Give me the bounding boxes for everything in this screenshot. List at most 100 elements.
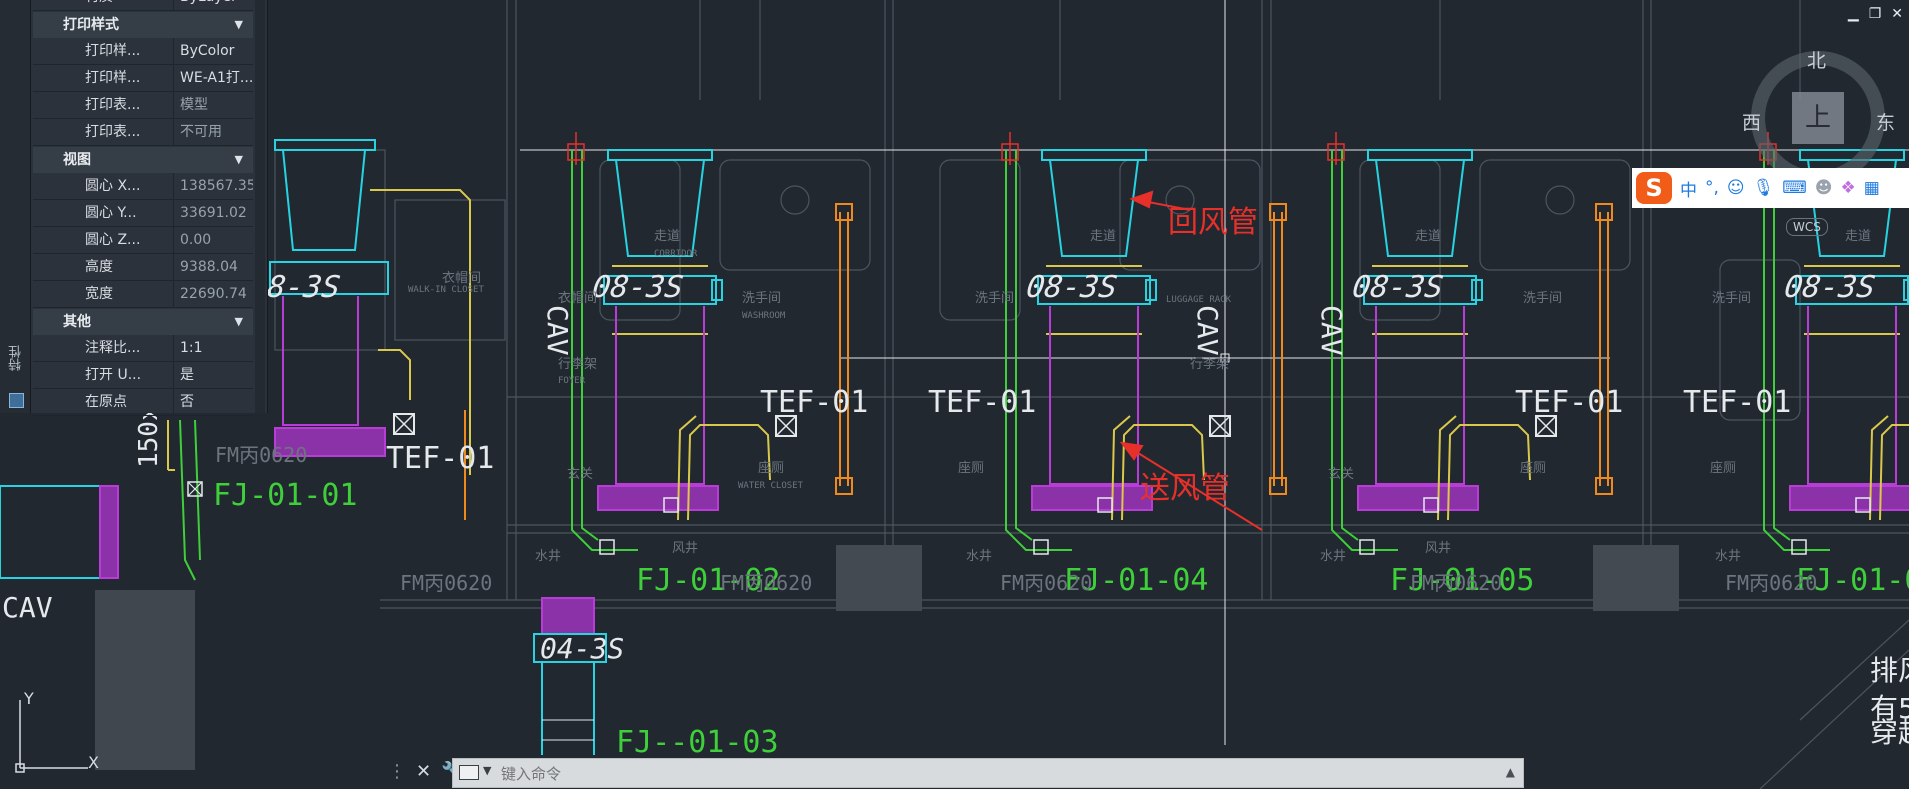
property-row[interactable]: 注释比... 1:1 — [33, 335, 253, 362]
valve — [1359, 539, 1375, 555]
orange-duct — [1599, 212, 1609, 486]
chevron-down-icon[interactable]: ▼ — [234, 18, 243, 31]
section-header-2[interactable]: 其他▼ — [33, 309, 253, 335]
property-value[interactable]: 1:1 — [173, 335, 253, 361]
orange-duct — [839, 212, 849, 486]
property-row[interactable]: 打印表...模型 — [33, 92, 253, 119]
ime-mode-toggle[interactable]: 中 — [1680, 180, 1697, 201]
chevron-down-icon[interactable]: ▼ — [234, 315, 243, 328]
properties-list[interactable]: 材质ByLayer 打印样式 ▼ 打印样...ByColor 打印样... WE-A1打.… — [33, 0, 253, 416]
door-label: FM丙0620 — [720, 571, 812, 595]
equipment-box — [1037, 275, 1151, 305]
room-sub-label: WASHROOM — [742, 311, 786, 321]
property-value[interactable]: 138567.35 — [173, 173, 253, 199]
command-history-up-icon[interactable]: ▲ — [1505, 765, 1515, 779]
fan-cross — [1209, 415, 1231, 437]
room-label: 洗手间 — [975, 291, 1014, 306]
property-value[interactable]: ByLayer — [173, 0, 253, 10]
fan-label: TEF-01 — [760, 385, 868, 420]
equipment-tag: 08-3S — [1024, 270, 1119, 305]
equipment-tag: 04-3S — [540, 632, 624, 665]
room-label: 座厕 — [758, 461, 784, 476]
exhaust-duct — [677, 415, 697, 521]
close-command-icon[interactable]: ✕ — [416, 761, 432, 782]
microphone-icon[interactable]: 🎙 — [1752, 178, 1775, 198]
room-sub-label: LUGGAGE RACK — [1166, 295, 1232, 305]
keyboard-icon[interactable]: ⌨ — [1782, 178, 1807, 198]
compass-north[interactable]: 北 — [1807, 50, 1827, 72]
drag-grip-icon[interactable]: ⋮ — [388, 761, 406, 782]
properties-palette[interactable]: 特性 材质ByLayer 打印样式 ▼ 打印样...ByColor 打印样... WE-A… — [0, 0, 268, 416]
chevron-down-icon[interactable]: ▼ — [234, 153, 243, 166]
property-value[interactable]: 模型 — [173, 92, 253, 118]
section-header-1[interactable]: 视图▼ — [33, 147, 253, 173]
room-label: 洗手间 — [1712, 291, 1751, 306]
ime-punctuation-toggle[interactable]: °, — [1705, 178, 1719, 198]
equipment-box-cap — [711, 279, 723, 301]
door-label: FM丙0620 — [1725, 571, 1817, 595]
view-cube[interactable]: 北 西 东 上 — [1730, 40, 1900, 185]
property-row[interactable]: 圆心 X...138567.35 — [33, 173, 253, 200]
valve — [663, 497, 679, 513]
section-header-0[interactable]: 打印样式 ▼ — [33, 12, 253, 38]
property-row[interactable]: 在原点 否 — [33, 389, 253, 416]
fj-label: FJ-01-04 — [1064, 563, 1209, 598]
section-title: 打印样式 — [63, 17, 119, 33]
ime-logo-icon[interactable]: S — [1636, 172, 1672, 204]
property-value[interactable]: 否 — [173, 389, 253, 415]
fan-box — [775, 415, 797, 437]
command-prompt-icon[interactable] — [459, 765, 479, 780]
chevron-down-icon[interactable]: ▼ — [483, 764, 492, 777]
compass-west[interactable]: 西 — [1742, 112, 1762, 134]
property-value[interactable]: ByColor — [173, 38, 253, 64]
exhaust-duct — [1879, 424, 1909, 521]
property-row[interactable]: 材质ByLayer — [33, 0, 253, 11]
property-row[interactable]: 圆心 Y... 33691.02 — [33, 200, 253, 227]
room-label: 风井 — [1425, 541, 1451, 556]
restore-icon[interactable]: ❐ — [1868, 6, 1882, 22]
command-input[interactable] — [499, 762, 1463, 786]
note-label: 穿越 — [1870, 716, 1909, 749]
property-row[interactable]: 圆心 Z...0.00 — [33, 227, 253, 254]
emoji-icon[interactable]: ☺ — [1726, 178, 1745, 198]
property-value[interactable]: 33691.02 — [173, 200, 253, 226]
equipment-tag: 08-3S — [1782, 270, 1877, 305]
property-key: 在原点 — [85, 394, 127, 410]
palette-icon[interactable] — [9, 393, 24, 408]
compass-east[interactable]: 东 — [1876, 112, 1896, 134]
user-icon[interactable]: ☻ — [1814, 178, 1833, 198]
valve — [1033, 539, 1049, 555]
palette-scrollbar[interactable] — [255, 0, 265, 413]
property-value[interactable]: 0.00 — [173, 227, 253, 253]
property-row[interactable]: 打印样...ByColor — [33, 38, 253, 65]
property-value[interactable]: WE-A1打... — [173, 65, 253, 91]
fan-box — [1535, 415, 1557, 437]
property-row[interactable]: 打印样... WE-A1打... — [33, 65, 253, 92]
grid-apps-icon[interactable]: ▦ — [1863, 178, 1880, 198]
property-key: 注释比... — [85, 340, 141, 356]
room-label: 行李架 — [558, 357, 597, 372]
ime-toolbar[interactable]: S 中 °, ☺ 🎙 ⌨ ☻ ❖ ▦ — [1632, 168, 1909, 208]
supply-duct-annotation: 送风管 — [1140, 471, 1230, 506]
wcs-menu[interactable]: WCS — [1786, 218, 1828, 236]
property-row[interactable]: 打印表...不可用 — [33, 119, 253, 146]
skin-icon[interactable]: ❖ — [1840, 178, 1856, 198]
close-icon[interactable]: ✕ — [1891, 6, 1903, 22]
property-value[interactable]: 不可用 — [173, 119, 253, 145]
minimize-icon[interactable]: ▁ — [1847, 6, 1859, 22]
room-label: 走道 — [1090, 229, 1116, 244]
property-value[interactable]: 22690.74 — [173, 281, 253, 307]
room-label: 水井 — [966, 549, 992, 564]
property-row[interactable]: 打开 U...是 — [33, 362, 253, 389]
command-input-box[interactable]: ▼ ▲ — [452, 758, 1524, 788]
property-key: 圆心 Y... — [85, 205, 137, 221]
property-value[interactable]: 是 — [173, 362, 253, 388]
view-cube-top-face[interactable]: 上 — [1792, 92, 1844, 144]
property-value[interactable]: 9388.04 — [173, 254, 253, 280]
palette-title-strip[interactable]: 特性 — [0, 0, 31, 413]
property-key: 打印样... — [85, 70, 141, 86]
room-label: 水井 — [535, 549, 561, 564]
